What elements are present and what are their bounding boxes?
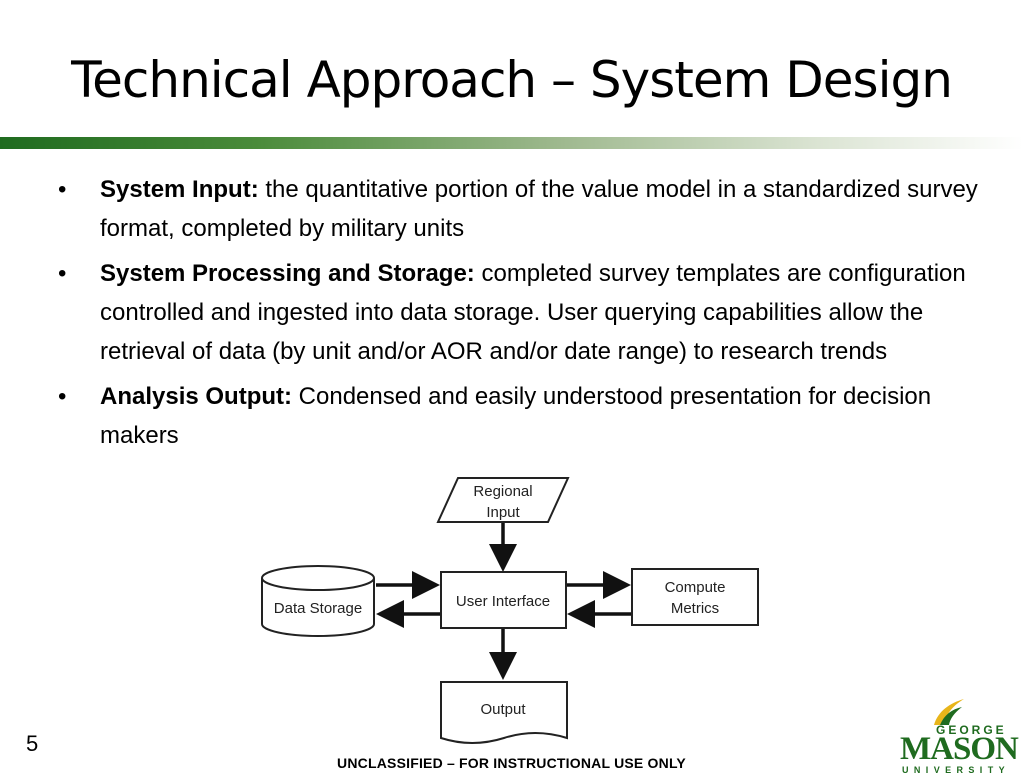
bullet-text: completed survey templates are configura… [100,260,966,365]
logo-university-text: UNIVERSITY [902,765,1011,775]
classification-footer: UNCLASSIFIED – FOR INSTRUCTIONAL USE ONL… [337,755,686,771]
page-number: 5 [26,731,39,756]
bullet-label: Analysis Output: [100,383,293,410]
bullet-dot-icon: • [58,260,67,287]
mason-logo: GEORGE MASON UNIVERSITY [898,697,1020,777]
bullet-dot-icon: • [58,383,67,410]
logo-mason-text: MASON [900,731,1019,767]
bullet-list: • System Input: the quantitative portion … [58,170,988,461]
regional-input-label-2: Input [486,504,520,521]
bullet-text: Condensed and easily understood presenta… [100,383,932,449]
bullet-label: System Input: [100,176,259,203]
user-interface-label: User Interface [456,593,550,610]
user-interface-node: User Interface [440,571,567,629]
data-storage-label: Data Storage [274,600,362,617]
data-storage-node: Data Storage [261,565,375,637]
bullet-analysis-output: • Analysis Output: Condensed and easily u… [58,377,988,455]
output-node: Output [440,681,568,744]
output-label: Output [480,701,526,718]
logo-george-text: GEORGE [936,723,1007,737]
compute-metrics-label-1: Compute [665,579,726,596]
bullet-system-processing: • System Processing and Storage: complete… [58,254,988,371]
bullet-system-input: • System Input: the quantitative portion … [58,170,988,248]
bullet-label: System Processing and Storage: [100,260,475,287]
regional-input-label-1: Regional [473,483,532,500]
compute-metrics-node: Compute Metrics [631,568,759,626]
bullet-text: the quantitative portion of the value mo… [100,176,978,242]
compute-metrics-label-2: Metrics [671,600,719,617]
bullet-dot-icon: • [58,176,67,203]
slide-title: Technical Approach – System Design [71,51,953,109]
title-accent-bar [0,137,1023,149]
regional-input-node: Regional Input [436,477,570,523]
mason-logo-flame-icon [934,699,964,725]
